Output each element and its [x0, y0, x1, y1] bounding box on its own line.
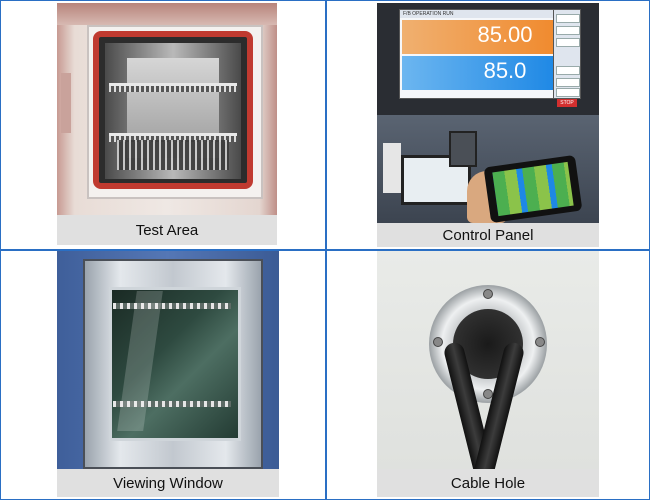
test-area-photo	[57, 3, 277, 215]
control-panel-photo: F/B OPERATION RUN 85.00 85.0 STOP	[377, 3, 599, 223]
controller-stop-button: STOP	[557, 99, 577, 107]
panel-viewing-window: Viewing Window	[1, 251, 325, 499]
caption-viewing-window: Viewing Window	[57, 469, 279, 497]
controller-screen-title: F/B OPERATION RUN	[400, 10, 558, 18]
controller-value-bottom: 85.0	[483, 58, 527, 83]
cable-hole-photo	[377, 251, 599, 469]
grid-divider-horizontal	[1, 249, 649, 251]
caption-control-panel: Control Panel	[377, 223, 599, 247]
controller-touchscreen: F/B OPERATION RUN 85.00 85.0	[399, 9, 559, 99]
viewing-window-photo	[57, 251, 279, 469]
controller-value-top: 85.00	[477, 22, 533, 47]
controller-side-buttons	[553, 9, 581, 99]
panel-cable-hole: Cable Hole	[327, 251, 649, 499]
caption-cable-hole: Cable Hole	[377, 469, 599, 497]
panel-control-panel: F/B OPERATION RUN 85.00 85.0 STOP	[327, 1, 649, 249]
panel-test-area: Test Area	[1, 1, 325, 249]
caption-test-area: Test Area	[57, 215, 277, 245]
